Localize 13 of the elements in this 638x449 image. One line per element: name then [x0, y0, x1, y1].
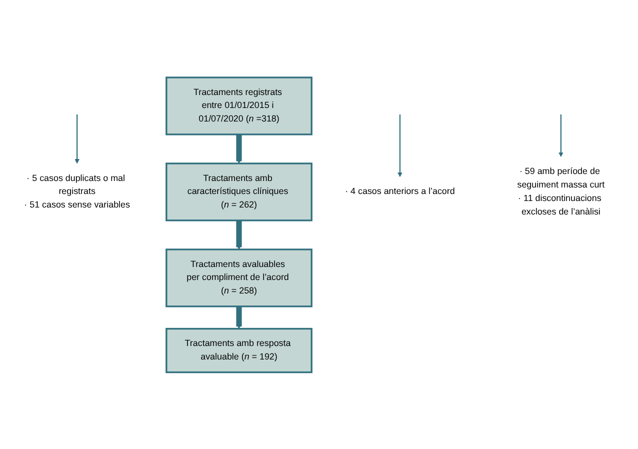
arrow [398, 114, 402, 177]
node-box: Tractaments amb característiques clíniques (n = 262) [166, 162, 312, 221]
arrow [558, 114, 564, 157]
node-text: · 4 casos anteriors a l’acord [345, 186, 455, 196]
node-box: Tractaments avaluables per compliment de l’acord (n = 258) [166, 248, 312, 307]
node-box: Tractaments registrats entre 01/01/2015 i 01/07/2020 (n =318) [166, 76, 312, 135]
node-text: · 5 casos duplicats o mal registrats · 51 casos sense variables [24, 173, 130, 210]
node-box: Tractaments amb resposta avaluable (n = 192) [166, 328, 312, 373]
arrow [74, 114, 80, 164]
arrow [236, 220, 242, 250]
arrow [236, 305, 242, 329]
node-text: · 59 amb període de seguiment massa curt · 11 discontinuacions excloses de l’anàlisi [517, 166, 605, 216]
arrow [236, 133, 242, 164]
